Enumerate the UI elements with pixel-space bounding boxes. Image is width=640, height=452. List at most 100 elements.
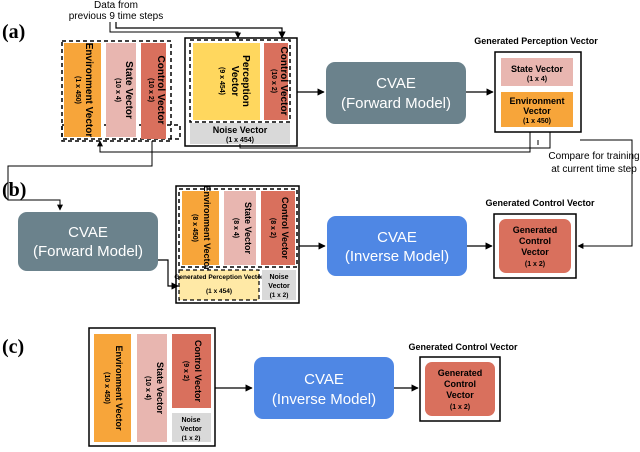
cvae-inverse-c: CVAE (Inverse Model) [254, 357, 394, 419]
control-output-c-title: Generated Control Vector [408, 342, 518, 352]
control-right-box [264, 43, 288, 120]
generated-perception-b-box [178, 269, 260, 301]
control-vector-a: Control Vector (10 x 2) [141, 43, 166, 139]
control-vector-c: Control Vector (9 x 2) [172, 334, 211, 408]
control-b-dims: (8 x 2) [269, 218, 276, 238]
environment-b-dims: (8 x 450) [191, 214, 198, 242]
cvae-inverse-c-title: CVAE [304, 371, 344, 388]
environment-title: Environment Vector [83, 43, 94, 138]
output-state-box [501, 58, 573, 86]
control-output-c-line3: Vector [446, 390, 474, 400]
environment-vector-b: Environment Vector (8 x 450) [182, 185, 219, 271]
noise-c-dims: (1 x 2) [182, 435, 201, 442]
control-output-c-box [425, 362, 495, 416]
environment-box [64, 43, 101, 137]
cvae-forward-title: CVAE [376, 75, 416, 92]
feedback-to-forward-b [7, 141, 153, 211]
control-output-b-line3: Vector [521, 247, 549, 257]
state-b-title: State Vector [243, 202, 253, 255]
environment-dims: (1 x 450) [74, 76, 81, 104]
cvae-forward-a: CVAE (Forward Model) [326, 62, 466, 124]
environment-c-box [94, 334, 131, 442]
generated-perception-b: Generated Perception Vector (1 x 454) [174, 269, 264, 301]
perception-dims: (9 x 454) [218, 67, 225, 95]
perception-output-title: Generated Perception Vector [474, 36, 598, 46]
compare-line1: Compare for training [548, 151, 639, 162]
environment-vector-c: Environment Vector (10 x 450) [94, 334, 131, 442]
noise-vector-b: Noise Vector (1 x 2) [262, 270, 296, 300]
state-b-box [224, 191, 256, 265]
output-environment-dims: (1 x 450) [523, 118, 551, 125]
environment-c-title: Environment Vector [114, 345, 124, 431]
panel-c-label: (c) [2, 336, 24, 358]
perception-title-line1: Perception [240, 55, 251, 107]
control-c-dims: (9 x 2) [182, 361, 189, 381]
noise-dims: (1 x 454) [226, 137, 254, 144]
cvae-forward-b-subtitle: (Forward Model) [33, 243, 143, 260]
inverse-input-group-b [175, 185, 300, 304]
control-vector-a-right: Control Vector (10 x 2) [264, 43, 289, 120]
noise-vector-a: Noise Vector (1 x 454) [190, 123, 290, 144]
output-state-title: State Vector [511, 64, 564, 74]
panel-c: (c) Environment Vector (10 x 450) State … [2, 327, 518, 447]
output-environment-box [501, 92, 573, 127]
control-output-c: Generated Control Vector (1 x 2) [425, 362, 495, 416]
state-box [106, 43, 136, 137]
control-c-box [172, 334, 211, 408]
noise-b-dims: (1 x 2) [270, 292, 289, 299]
state-c-dims: (10 x 4) [144, 376, 151, 400]
compare-arrow-control [577, 139, 633, 249]
cvae-inverse-c-subtitle: (Inverse Model) [272, 391, 376, 408]
noise-title: Noise Vector [213, 125, 268, 135]
control-title: Control Vector [155, 56, 166, 125]
control-output-b-dims: (1 x 2) [525, 261, 545, 268]
compare-arrow-state [239, 132, 551, 149]
control-b-title: Control Vector [280, 197, 290, 260]
cvae-inverse-b: CVAE (Inverse Model) [327, 216, 467, 276]
output-state-dims: (1 x 4) [527, 76, 547, 83]
control-output-c-dims: (1 x 2) [450, 404, 470, 411]
environment-b-title: Environment Vector [202, 185, 212, 271]
noise-vector-c: Noise Vector (1 x 2) [172, 413, 211, 442]
noise-b-title-line2: Vector [268, 283, 290, 290]
data-note-line2: previous 9 time steps [69, 11, 164, 22]
panel-a: (a) Data from previous 9 time steps Envi… [2, 0, 640, 175]
forward-input-dashed [189, 39, 291, 123]
state-vector-c: State Vector (10 x 4) [137, 334, 167, 442]
cvae-forward-b: CVAE (Forward Model) [18, 212, 158, 271]
cvae-forward-box [326, 62, 466, 124]
control-output-b-line2: Control [519, 236, 551, 246]
control-vector-b: Control Vector (8 x 2) [261, 191, 295, 265]
state-c-box [137, 334, 167, 442]
control-dims: (10 x 2) [147, 78, 154, 102]
state-title: State Vector [123, 61, 134, 119]
cvae-inverse-b-subtitle: (Inverse Model) [345, 248, 449, 265]
panel-b-label: (b) [2, 179, 26, 201]
output-environment-title-line1: Environment [509, 96, 564, 106]
environment-c-dims: (10 x 450) [103, 372, 110, 404]
generated-perception-b-title: Generated Perception Vector [174, 274, 264, 281]
cvae-forward-b-box [18, 212, 158, 271]
control-output-b-title: Generated Control Vector [485, 198, 595, 208]
control-box [141, 43, 166, 139]
state-c-title: State Vector [155, 362, 165, 415]
cvae-forward-subtitle: (Forward Model) [341, 95, 451, 112]
generated-perception-b-dims: (1 x 454) [206, 288, 232, 295]
note-connector [115, 22, 286, 39]
output-environment-vector: Environment Vector (1 x 450) [501, 92, 573, 127]
cvae-forward-b-title: CVAE [68, 224, 108, 241]
output-environment-title-line2: Vector [523, 106, 551, 116]
note-connector-2 [109, 22, 241, 39]
state-b-dims: (8 x 4) [232, 218, 239, 238]
control-output-c-line2: Control [444, 379, 476, 389]
panel-a-label: (a) [2, 21, 25, 43]
arrow-forward-to-perception [158, 259, 179, 290]
control-right-title: Control Vector [278, 47, 289, 116]
cvae-inverse-b-title: CVAE [377, 229, 417, 246]
state-vector-b: State Vector (8 x 4) [224, 191, 256, 265]
history-group-outline [61, 40, 172, 142]
noise-b-title-line1: Noise [269, 274, 288, 281]
noise-c-title-line2: Vector [180, 426, 202, 433]
control-right-dims: (10 x 2) [270, 69, 277, 93]
